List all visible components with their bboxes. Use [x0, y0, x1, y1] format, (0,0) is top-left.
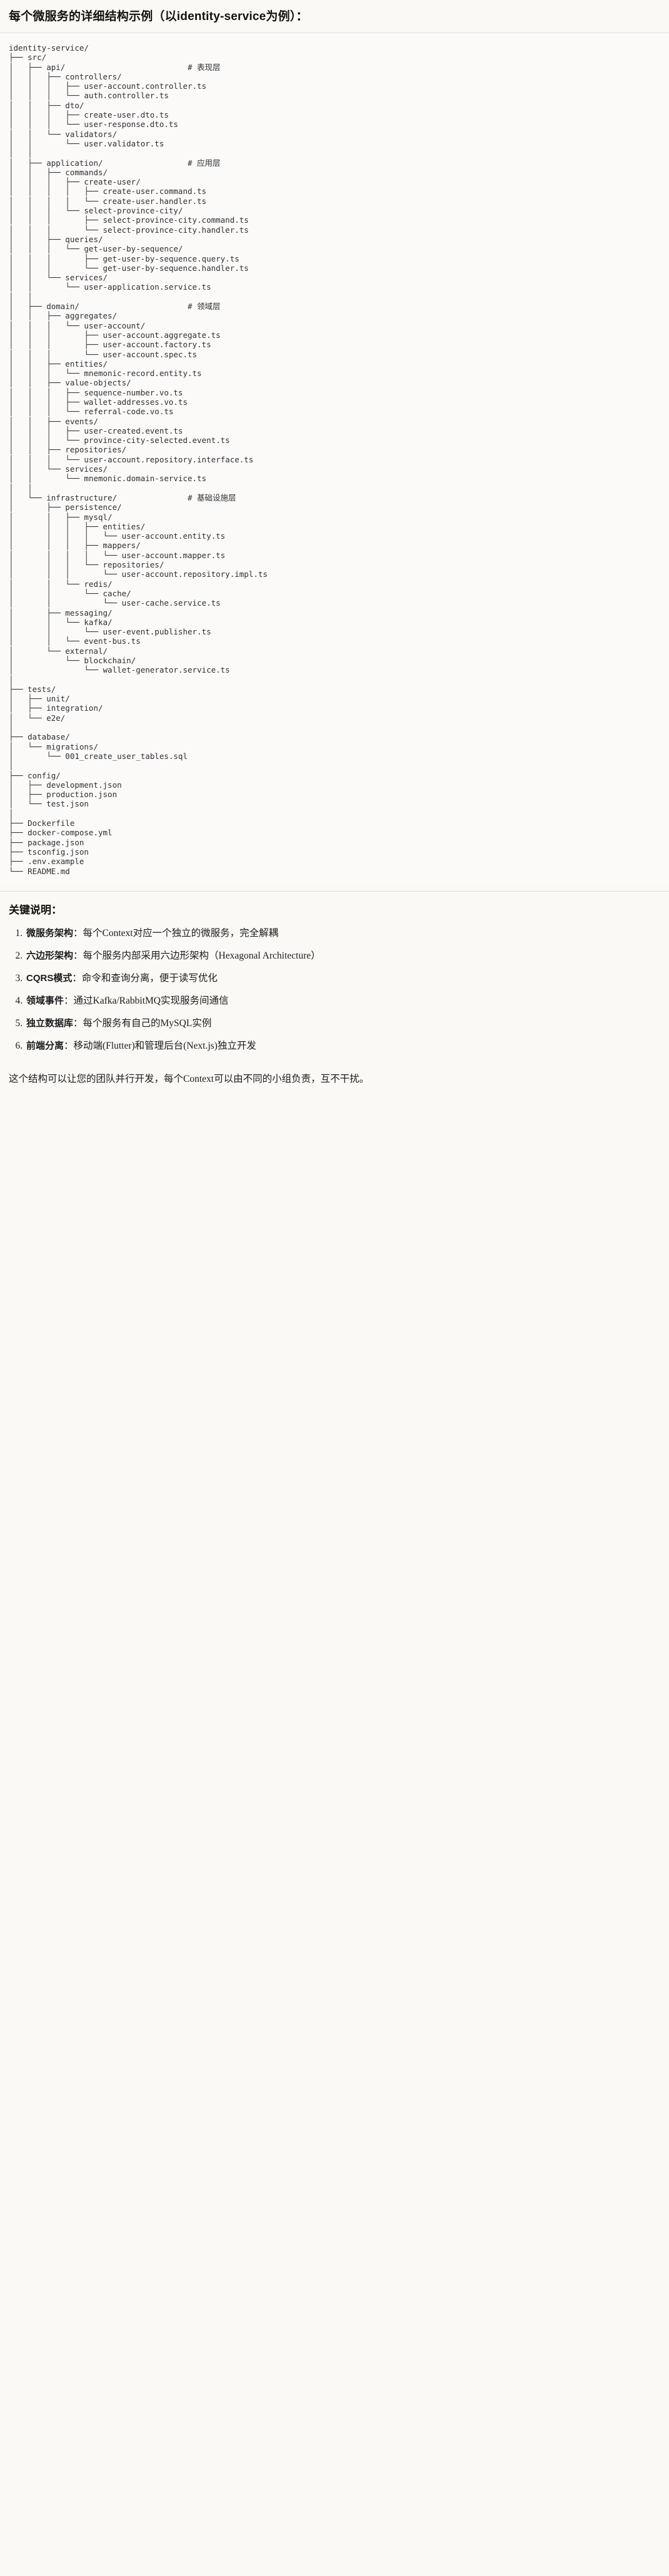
key-notes-section: 关键说明： 微服务架构：每个Context对应一个独立的微服务，完全解耦六边形架… — [0, 892, 669, 1069]
directory-tree: identity-service/ ├── src/ │ ├── api/ # … — [9, 43, 268, 876]
key-note-label: 微服务架构 — [26, 927, 74, 939]
key-notes-list: 微服务架构：每个Context对应一个独立的微服务，完全解耦六边形架构：每个服务… — [9, 927, 660, 1053]
key-note-label: 前端分离 — [26, 1040, 64, 1051]
key-note-item: CQRS模式：命令和查询分离，便于读写优化 — [25, 972, 660, 985]
key-note-item: 微服务架构：每个Context对应一个独立的微服务，完全解耦 — [25, 927, 660, 940]
key-note-text: ：每个服务有自己的MySQL实例 — [73, 1017, 212, 1029]
key-note-item: 领域事件：通过Kafka/RabbitMQ实现服务间通信 — [25, 994, 660, 1008]
key-note-text: ：通过Kafka/RabbitMQ实现服务间通信 — [64, 995, 229, 1006]
key-note-label: CQRS模式 — [26, 972, 73, 984]
key-note-text: ：每个服务内部采用六边形架构（Hexagonal Architecture） — [73, 950, 321, 961]
key-notes-title: 关键说明： — [9, 904, 62, 916]
key-note-item: 前端分离：移动端(Flutter)和管理后台(Next.js)独立开发 — [25, 1039, 660, 1053]
key-note-label: 领域事件 — [26, 995, 64, 1006]
key-note-text: ：每个Context对应一个独立的微服务，完全解耦 — [73, 927, 279, 939]
page-title: 每个微服务的详细结构示例（以identity-service为例）： — [9, 10, 308, 23]
key-note-item: 独立数据库：每个服务有自己的MySQL实例 — [25, 1017, 660, 1031]
closing-paragraph: 这个结构可以让您的团队并行开发，每个Context可以由不同的小组负责，互不干扰… — [9, 1073, 370, 1084]
key-note-text: ：移动端(Flutter)和管理后台(Next.js)独立开发 — [64, 1040, 256, 1051]
key-note-label: 六边形架构 — [26, 950, 74, 961]
tree-divider — [0, 890, 669, 892]
directory-tree-block: identity-service/ ├── src/ │ ├── api/ # … — [0, 33, 669, 885]
document-page: 每个微服务的详细结构示例（以identity-service为例）： ident… — [0, 0, 669, 1097]
key-note-item: 六边形架构：每个服务内部采用六边形架构（Hexagonal Architectu… — [25, 949, 660, 963]
key-note-text: ：命令和查询分离，便于读写优化 — [72, 972, 218, 984]
key-note-label: 独立数据库 — [26, 1017, 74, 1029]
